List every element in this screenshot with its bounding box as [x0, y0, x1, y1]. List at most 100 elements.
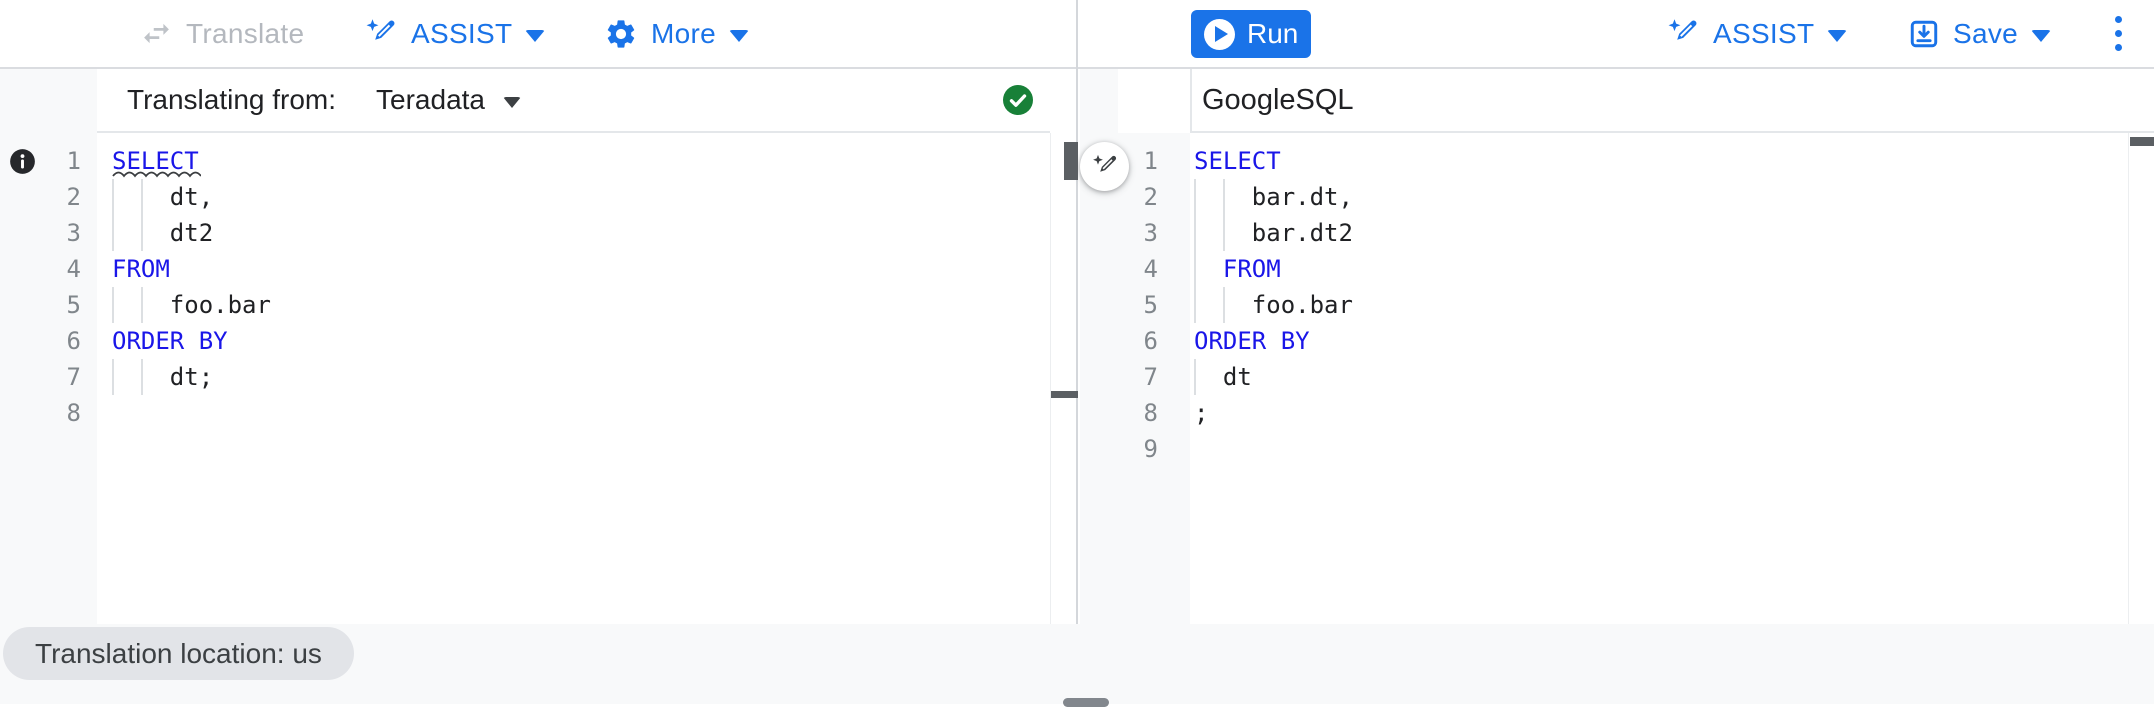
line-number[interactable]: 6	[66, 327, 81, 355]
sql-keyword-text[interactable]: SELECT	[81, 143, 1050, 179]
sql-code-text[interactable]: bar.dt2	[1158, 215, 2128, 251]
source-horizontal-scrollbar[interactable]	[1051, 391, 1078, 398]
code-line[interactable]: 8	[0, 395, 1050, 431]
chevron-down-icon	[503, 96, 521, 108]
source-dialect-select[interactable]: Teradata	[376, 84, 521, 116]
indent-guide	[1222, 215, 1225, 251]
line-number[interactable]: 5	[1143, 291, 1158, 319]
code-line[interactable]: 9	[1080, 431, 2128, 467]
code-line[interactable]: 6 ORDER BY	[0, 323, 1050, 359]
sql-code-text[interactable]: dt	[1158, 359, 2128, 395]
indent-guide	[112, 215, 114, 251]
overflow-menu-icon[interactable]	[2104, 0, 2132, 67]
save-icon	[1908, 18, 1940, 50]
code-line[interactable]: 5 foo.bar	[1080, 287, 2128, 323]
assist-menu-right[interactable]: ASSIST	[1666, 0, 1848, 67]
warning-squiggle	[112, 171, 201, 178]
line-number[interactable]: 1	[1143, 147, 1158, 175]
sql-keyword-text[interactable]: ORDER BY	[112, 327, 228, 355]
translate-button[interactable]: Translate	[140, 0, 304, 67]
indent-guide	[1194, 359, 1196, 395]
sql-code-text[interactable]: dt,	[81, 179, 1050, 215]
line-number[interactable]: 8	[66, 399, 81, 427]
more-label: More	[651, 17, 716, 49]
code-line[interactable]: 5 foo.bar	[0, 287, 1050, 323]
target-panel-header	[1118, 69, 2154, 131]
indent-guide	[140, 359, 143, 395]
code-line[interactable]: 7 dt;	[0, 359, 1050, 395]
chevron-down-icon	[1827, 29, 1848, 42]
code-line[interactable]: 3 bar.dt2	[1080, 215, 2128, 251]
panel-divider[interactable]	[1076, 0, 1078, 624]
code-line[interactable]: 1 SELECT	[1080, 143, 2128, 179]
spark-pen-icon	[364, 17, 398, 51]
success-check-icon	[1002, 84, 1034, 116]
source-panel-header: Translating from: Teradata	[97, 69, 1050, 133]
code-line[interactable]: 2 bar.dt,	[1080, 179, 2128, 215]
panel-resize-handle[interactable]	[1063, 698, 1109, 707]
source-vertical-scrollbar[interactable]	[1064, 142, 1078, 180]
translating-from-label: Translating from:	[127, 84, 337, 115]
sql-code-text[interactable]: foo.bar	[1158, 287, 2128, 323]
sql-code-text[interactable]	[81, 395, 1050, 431]
assist-right-label: ASSIST	[1713, 17, 1815, 49]
code-line[interactable]: 2 dt,	[0, 179, 1050, 215]
indent-guide	[140, 179, 143, 215]
spark-pen-icon	[1666, 17, 1700, 51]
line-number[interactable]: 2	[66, 183, 81, 211]
line-number[interactable]: 7	[66, 363, 81, 391]
target-scroll-track	[2128, 133, 2129, 624]
line-number[interactable]: 9	[1143, 435, 1158, 463]
line-number[interactable]: 8	[1143, 399, 1158, 427]
play-icon	[1204, 18, 1235, 50]
sql-code-text[interactable]: foo.bar	[81, 287, 1050, 323]
line-number[interactable]: 6	[1143, 327, 1158, 355]
target-dialect-label: GoogleSQL	[1202, 83, 1354, 116]
indent-guide	[112, 287, 114, 323]
save-menu[interactable]: Save	[1908, 0, 2052, 67]
sql-keyword-text[interactable]: FROM	[1158, 251, 2128, 287]
translation-location-chip: Translation location: us	[3, 627, 354, 680]
line-number[interactable]: 2	[1143, 183, 1158, 211]
gear-icon	[604, 17, 638, 51]
more-menu[interactable]: More	[604, 0, 749, 67]
sql-code-text[interactable]: dt2	[81, 215, 1050, 251]
code-line[interactable]: 4 FROM	[0, 251, 1050, 287]
sql-keyword-text[interactable]: FROM	[112, 255, 170, 283]
target-editor-gutter-top	[1080, 69, 1118, 133]
sql-code-text[interactable]: ;	[1194, 399, 1209, 427]
indent-guide	[112, 179, 114, 215]
code-line[interactable]: 4 FROM	[1080, 251, 2128, 287]
assist-label: ASSIST	[411, 17, 513, 49]
line-number[interactable]: 5	[66, 291, 81, 319]
assist-edit-fab[interactable]	[1080, 142, 1129, 191]
sql-keyword-text[interactable]: SELECT	[1194, 147, 1281, 175]
source-dialect-value: Teradata	[376, 84, 485, 115]
line-number[interactable]: 4	[66, 255, 81, 283]
info-marker-icon[interactable]	[9, 148, 36, 175]
line-number[interactable]: 3	[1143, 219, 1158, 247]
sql-code-text[interactable]: dt;	[81, 359, 1050, 395]
code-line[interactable]: 7 dt	[1080, 359, 2128, 395]
assist-menu-left[interactable]: ASSIST	[364, 0, 546, 67]
indent-guide	[140, 215, 143, 251]
target-vertical-scrollbar[interactable]	[2130, 137, 2154, 146]
line-number[interactable]: 3	[66, 219, 81, 247]
save-label: Save	[1953, 17, 2019, 49]
line-number[interactable]: 1	[66, 147, 81, 175]
target-editor-gutter	[1080, 133, 1190, 624]
sql-keyword-text[interactable]: ORDER BY	[1194, 327, 1310, 355]
code-line[interactable]: 8;	[1080, 395, 2128, 431]
target-header-underline	[1190, 131, 2154, 133]
code-line[interactable]: 3 dt2	[0, 215, 1050, 251]
line-number[interactable]: 7	[1143, 363, 1158, 391]
line-number[interactable]: 4	[1143, 255, 1158, 283]
run-button[interactable]: Run	[1191, 10, 1311, 58]
sql-code-text[interactable]: bar.dt,	[1158, 179, 2128, 215]
sql-code-text[interactable]	[1158, 431, 2128, 467]
code-line[interactable]: 6 ORDER BY	[1080, 323, 2128, 359]
